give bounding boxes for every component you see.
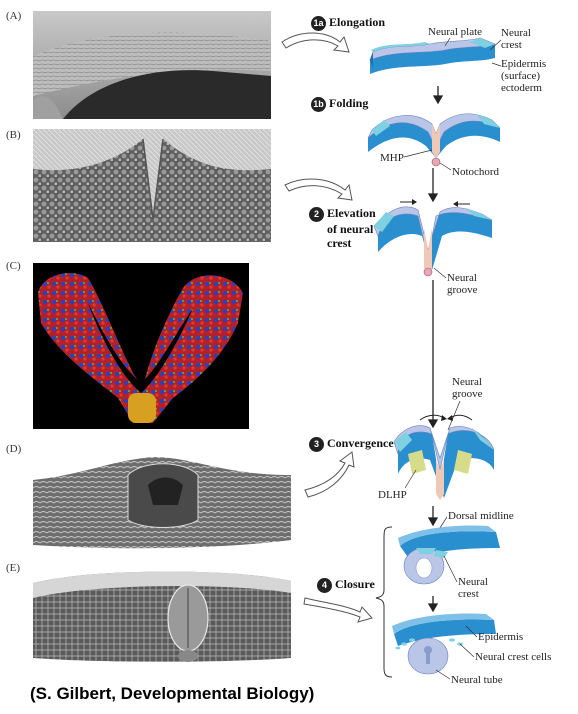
- closure-diagram-early: [398, 525, 500, 585]
- label-neural-crest-cells: Neural crest cells: [475, 651, 552, 663]
- curved-arrow-a: [281, 32, 350, 53]
- label-neural-crest-2-line2: crest: [458, 588, 479, 600]
- label-epidermis-surface: Epidermis (surface) ectoderm: [501, 58, 546, 94]
- label-neural-groove-1-line1: Neural: [447, 272, 477, 284]
- fluorescence-photo-c-art: [38, 273, 243, 423]
- panel-label-d: (D): [6, 443, 22, 455]
- sem-photo-folding: [33, 129, 271, 242]
- panel-label-b: (B): [6, 129, 21, 141]
- label-neural-tube: Neural tube: [451, 674, 503, 686]
- curved-arrow-d: [304, 451, 355, 498]
- sem-photo-d-art: [33, 457, 291, 549]
- elongation-diagram: [369, 37, 496, 74]
- sem-photo-elongation: [33, 11, 271, 119]
- curved-arrow-b: [284, 178, 353, 201]
- label-epidermis-final: Epidermis: [478, 631, 524, 643]
- label-epidermis-line3: ectoderm: [501, 82, 542, 94]
- sem-photo-a-art: [33, 11, 271, 119]
- curved-arrow-e: [303, 597, 373, 623]
- label-neural-groove-1: Neural groove: [447, 272, 478, 296]
- folding-diagram: [367, 113, 501, 167]
- fluorescence-photo-elevation: [33, 263, 249, 429]
- label-neural-groove-2: Neural groove: [452, 376, 483, 400]
- label-neural-groove-2-line1: Neural: [452, 376, 482, 388]
- label-notochord: Notochord: [452, 166, 500, 178]
- figure-credit: (S. Gilbert, Developmental Biology): [30, 684, 315, 703]
- label-mhp: MHP: [380, 152, 404, 164]
- step-1b-badge: 1b: [311, 96, 326, 112]
- label-epidermis-line1: Epidermis: [501, 58, 547, 70]
- step-1a-title-text: Elongation: [329, 15, 386, 29]
- label-neural-groove-1-line2: groove: [447, 284, 478, 296]
- label-neural-crest-1: Neural crest: [501, 27, 531, 51]
- step-1b-title-text: Folding: [329, 96, 369, 110]
- convergence-diagram: [393, 414, 495, 500]
- step-2-badge: 2: [309, 206, 324, 222]
- closure-bracket: [375, 526, 393, 678]
- sem-photo-convergence: [33, 445, 291, 553]
- label-neural-crest-2-line1: Neural: [458, 576, 488, 588]
- label-dlhp: DLHP: [378, 489, 407, 501]
- panel-label-c: (C): [6, 260, 21, 272]
- step-3-title-text: Convergence: [327, 436, 394, 450]
- label-neural-crest-1-line1: Neural: [501, 27, 531, 39]
- label-neural-crest-2: Neural crest: [458, 576, 488, 600]
- label-neural-plate: Neural plate: [428, 26, 483, 38]
- step-2-title-line3: crest: [327, 235, 352, 250]
- step-4-title-text: Closure: [335, 577, 375, 591]
- closure-diagram-final: [392, 613, 496, 675]
- step-2-title-line1: Elevation: [327, 206, 376, 220]
- panel-label-e: (E): [6, 562, 21, 574]
- step-3-badge: 3: [309, 436, 324, 452]
- label-neural-crest-1-line2: crest: [501, 39, 522, 51]
- step-2-title-line2: of neural: [327, 221, 374, 236]
- label-epidermis-line2: (surface): [501, 70, 541, 82]
- label-dorsal-midline: Dorsal midline: [448, 510, 514, 522]
- sem-photo-closure: [33, 563, 291, 671]
- elevation-diagram: [373, 199, 493, 277]
- panel-label-a: (A): [6, 10, 22, 22]
- sem-photo-b-art: [33, 129, 271, 242]
- step-1a-badge: 1a: [311, 15, 326, 31]
- step-4-badge: 4: [317, 577, 332, 593]
- label-neural-groove-2-line2: groove: [452, 388, 483, 400]
- sem-photo-e-art: [33, 571, 291, 662]
